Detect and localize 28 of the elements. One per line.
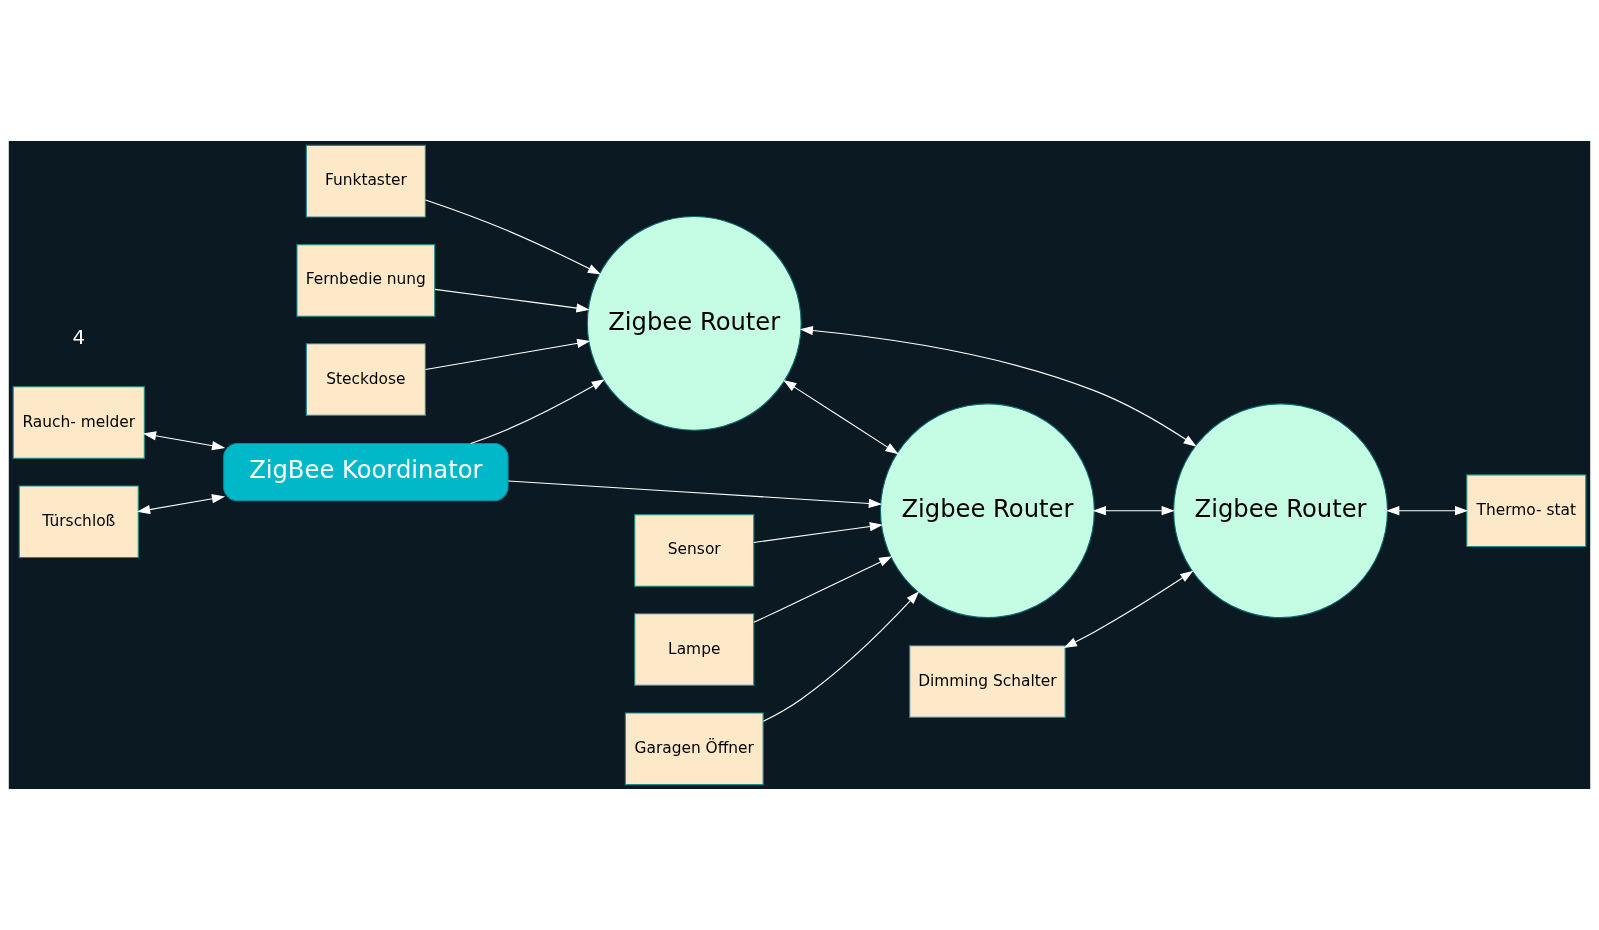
label: 4 [72,325,86,349]
node-box: Türschloß [18,485,139,559]
arrow [142,431,226,451]
arrow [425,338,591,371]
arrow [136,494,226,515]
node-box: Thermo- stat [1466,474,1587,548]
arrow [507,480,882,509]
node-box: Fernbedie nung [296,244,436,317]
arrow [753,556,893,623]
arrow [783,379,899,455]
node-box: Garagen Öffner [624,712,764,786]
arrow [1063,570,1194,648]
node-box: Funktaster [305,144,426,218]
node-box: Dimming Schalter [909,645,1066,718]
arrow [425,199,602,275]
node-box: Steckdose [305,343,426,416]
arrow [1092,506,1175,516]
arrow [434,288,590,313]
arrow [470,379,605,444]
arrow [1386,506,1469,516]
node-box: Sensor [634,514,755,587]
node-box: Rauch- melder [12,386,145,459]
arrow [799,325,1197,447]
node-box: Lampe [634,613,755,686]
node-box: ZigBee Koordinator [223,442,509,502]
arrow [762,591,920,722]
node-circle: Zigbee Router [1173,403,1388,619]
arrow [753,522,883,543]
